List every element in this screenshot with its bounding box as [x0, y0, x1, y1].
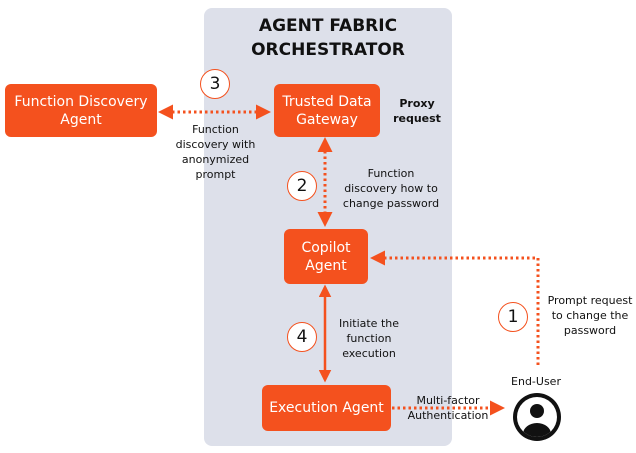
trusted-data-gateway-box: Trusted Data Gateway: [274, 84, 380, 137]
function-discovery-agent-box: Function Discovery Agent: [5, 84, 157, 137]
step-badge-3: 3: [200, 69, 230, 99]
orchestrator-title: AGENT FABRIC ORCHESTRATOR: [251, 16, 405, 60]
prompt-request-label: Prompt request to change the password: [547, 294, 633, 337]
mfa-label: Multi-factor Authentication: [407, 394, 489, 422]
discovery-password-label: Function discovery how to change passwor…: [342, 167, 440, 210]
end-user-label: End-User: [511, 375, 561, 388]
step-badge-4: 4: [287, 322, 317, 352]
arrow-user-copilot: [370, 250, 540, 365]
discovery-anonymized-label: Function discovery with anonymized promp…: [175, 123, 256, 181]
copilot-agent-box: Copilot Agent: [284, 229, 368, 284]
step-badge-2: 2: [287, 171, 317, 201]
initiate-execution-label: Initiate the function execution: [338, 317, 399, 360]
execution-agent-box: Execution Agent: [262, 385, 391, 431]
proxy-request-label: Proxy request: [393, 97, 441, 125]
step-badge-1: 1: [498, 302, 528, 332]
user-avatar-icon: [513, 393, 561, 441]
